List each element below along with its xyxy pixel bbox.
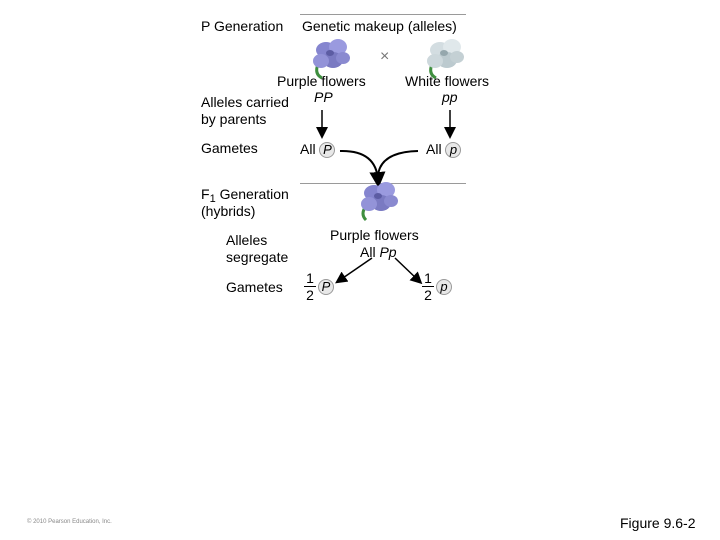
white-parent-alleles: pp — [442, 89, 458, 105]
fertilization-arrow — [339, 149, 386, 188]
white-gamete-allele: p — [445, 142, 462, 159]
white-flower-icon — [427, 39, 464, 80]
fertilization-arrow-right — [377, 150, 419, 177]
right-fraction-bar — [422, 286, 434, 287]
purple-gamete-allele: P — [319, 142, 336, 159]
f1-letter: F — [201, 186, 210, 202]
segregate-arrow-right — [394, 257, 423, 285]
f1-gametes-label: Gametes — [226, 279, 283, 295]
right-fraction-numerator: 1 — [424, 270, 432, 286]
hybrids-label: (hybrids) — [201, 203, 256, 219]
white-gametes: All p — [426, 141, 462, 159]
purple-flower-icon — [313, 39, 350, 80]
segregate-arrow-left — [335, 257, 373, 284]
f1-flower-label: Purple flowers — [330, 227, 419, 243]
right-fraction: 1 2 — [422, 271, 434, 302]
right-gamete: p — [436, 278, 452, 296]
copyright-notice: © 2010 Pearson Education, Inc. — [27, 519, 112, 525]
left-gamete-allele: P — [318, 279, 334, 296]
alleles-carried-label: Alleles carried — [201, 94, 289, 110]
white-gametes-all: All — [426, 141, 442, 157]
genetic-makeup-label: Genetic makeup (alleles) — [302, 18, 457, 34]
p-generation-label: P Generation — [201, 18, 284, 34]
left-fraction-bar — [304, 286, 316, 287]
right-fraction-denominator: 2 — [424, 287, 432, 303]
top-divider — [300, 14, 466, 15]
alleles-segregate-line1: Alleles — [226, 232, 268, 248]
purple-parent-alleles: PP — [314, 89, 333, 105]
left-fraction: 1 2 — [304, 271, 316, 302]
f1-generation-word: Generation — [215, 186, 289, 202]
cross-symbol: × — [380, 48, 390, 65]
left-gamete: P — [318, 278, 334, 296]
alleles-segregate-line2: segregate — [226, 249, 289, 265]
f1-generation-label: F1 Generation — [201, 186, 289, 208]
p-gametes-label: Gametes — [201, 140, 258, 156]
purple-gametes: All P — [300, 141, 336, 159]
by-parents-label: by parents — [201, 111, 267, 127]
left-fraction-denominator: 2 — [306, 287, 314, 303]
purple-parent-label: Purple flowers — [277, 73, 366, 89]
figure-label: Figure 9.6-2 — [620, 515, 696, 531]
f1-genotype: Pp — [379, 244, 397, 260]
right-gamete-allele: p — [436, 279, 452, 296]
f1-purple-flower-icon — [361, 182, 398, 222]
purple-gametes-all: All — [300, 141, 316, 157]
white-parent-label: White flowers — [405, 73, 490, 89]
f1-subscript: 1 — [209, 193, 216, 205]
left-fraction-numerator: 1 — [306, 270, 314, 286]
f1-all: All — [360, 244, 376, 260]
f1-genotype-line: All Pp — [360, 244, 397, 261]
